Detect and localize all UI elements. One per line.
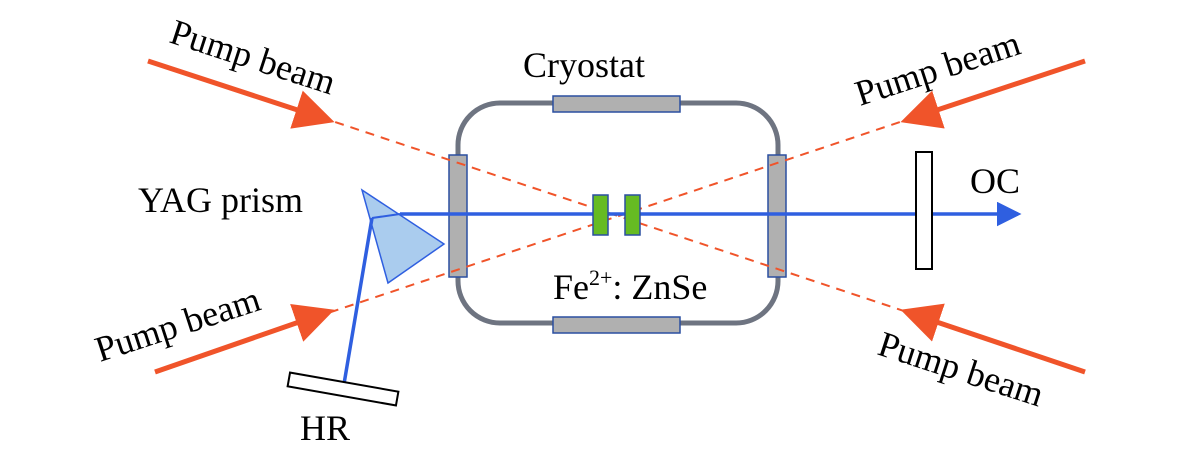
cryostat-bottom-window	[552, 316, 681, 334]
pump-beam-top-left-arrow	[147, 58, 335, 129]
crystal-fe-znse-2	[624, 194, 641, 236]
pump-beam-label-top-left: Pump beam	[166, 12, 341, 103]
cryostat-label: Cryostat	[523, 45, 645, 85]
laser-beam-to-hr	[342, 217, 374, 385]
pump-beam-label-bottom-right: Pump beam	[874, 324, 1049, 415]
pump-beam-label-top-right: Pump beam	[850, 23, 1025, 114]
pump-beam-top-right-arrow	[900, 58, 1086, 129]
crystal-fe-znse-1	[592, 194, 609, 236]
hr-mirror	[286, 371, 400, 407]
hr-label: HR	[300, 408, 350, 448]
pump-beam-bottom-left-arrow	[154, 303, 335, 375]
laser-beam-prism-internal	[371, 213, 401, 219]
yag-prism	[360, 188, 446, 285]
cryostat-left-window	[448, 154, 468, 278]
yag-prism-label: YAG prism	[138, 180, 303, 220]
pump-beam-label-bottom-left: Pump beam	[90, 279, 265, 370]
cryostat-top-window	[552, 95, 681, 113]
oc-mirror	[915, 151, 933, 270]
pump-beam-bottom-right-arrow	[900, 303, 1086, 375]
oc-label: OC	[970, 161, 1020, 201]
crystal-label-superscript: 2+	[589, 265, 612, 290]
crystal-label: Fe2+: ZnSe	[553, 265, 707, 307]
cryostat-right-window	[767, 154, 787, 278]
crystal-label-suffix: : ZnSe	[612, 267, 707, 307]
crystal-label-prefix: Fe	[553, 267, 589, 307]
pump-beam-top-right-dashed	[321, 116, 916, 316]
